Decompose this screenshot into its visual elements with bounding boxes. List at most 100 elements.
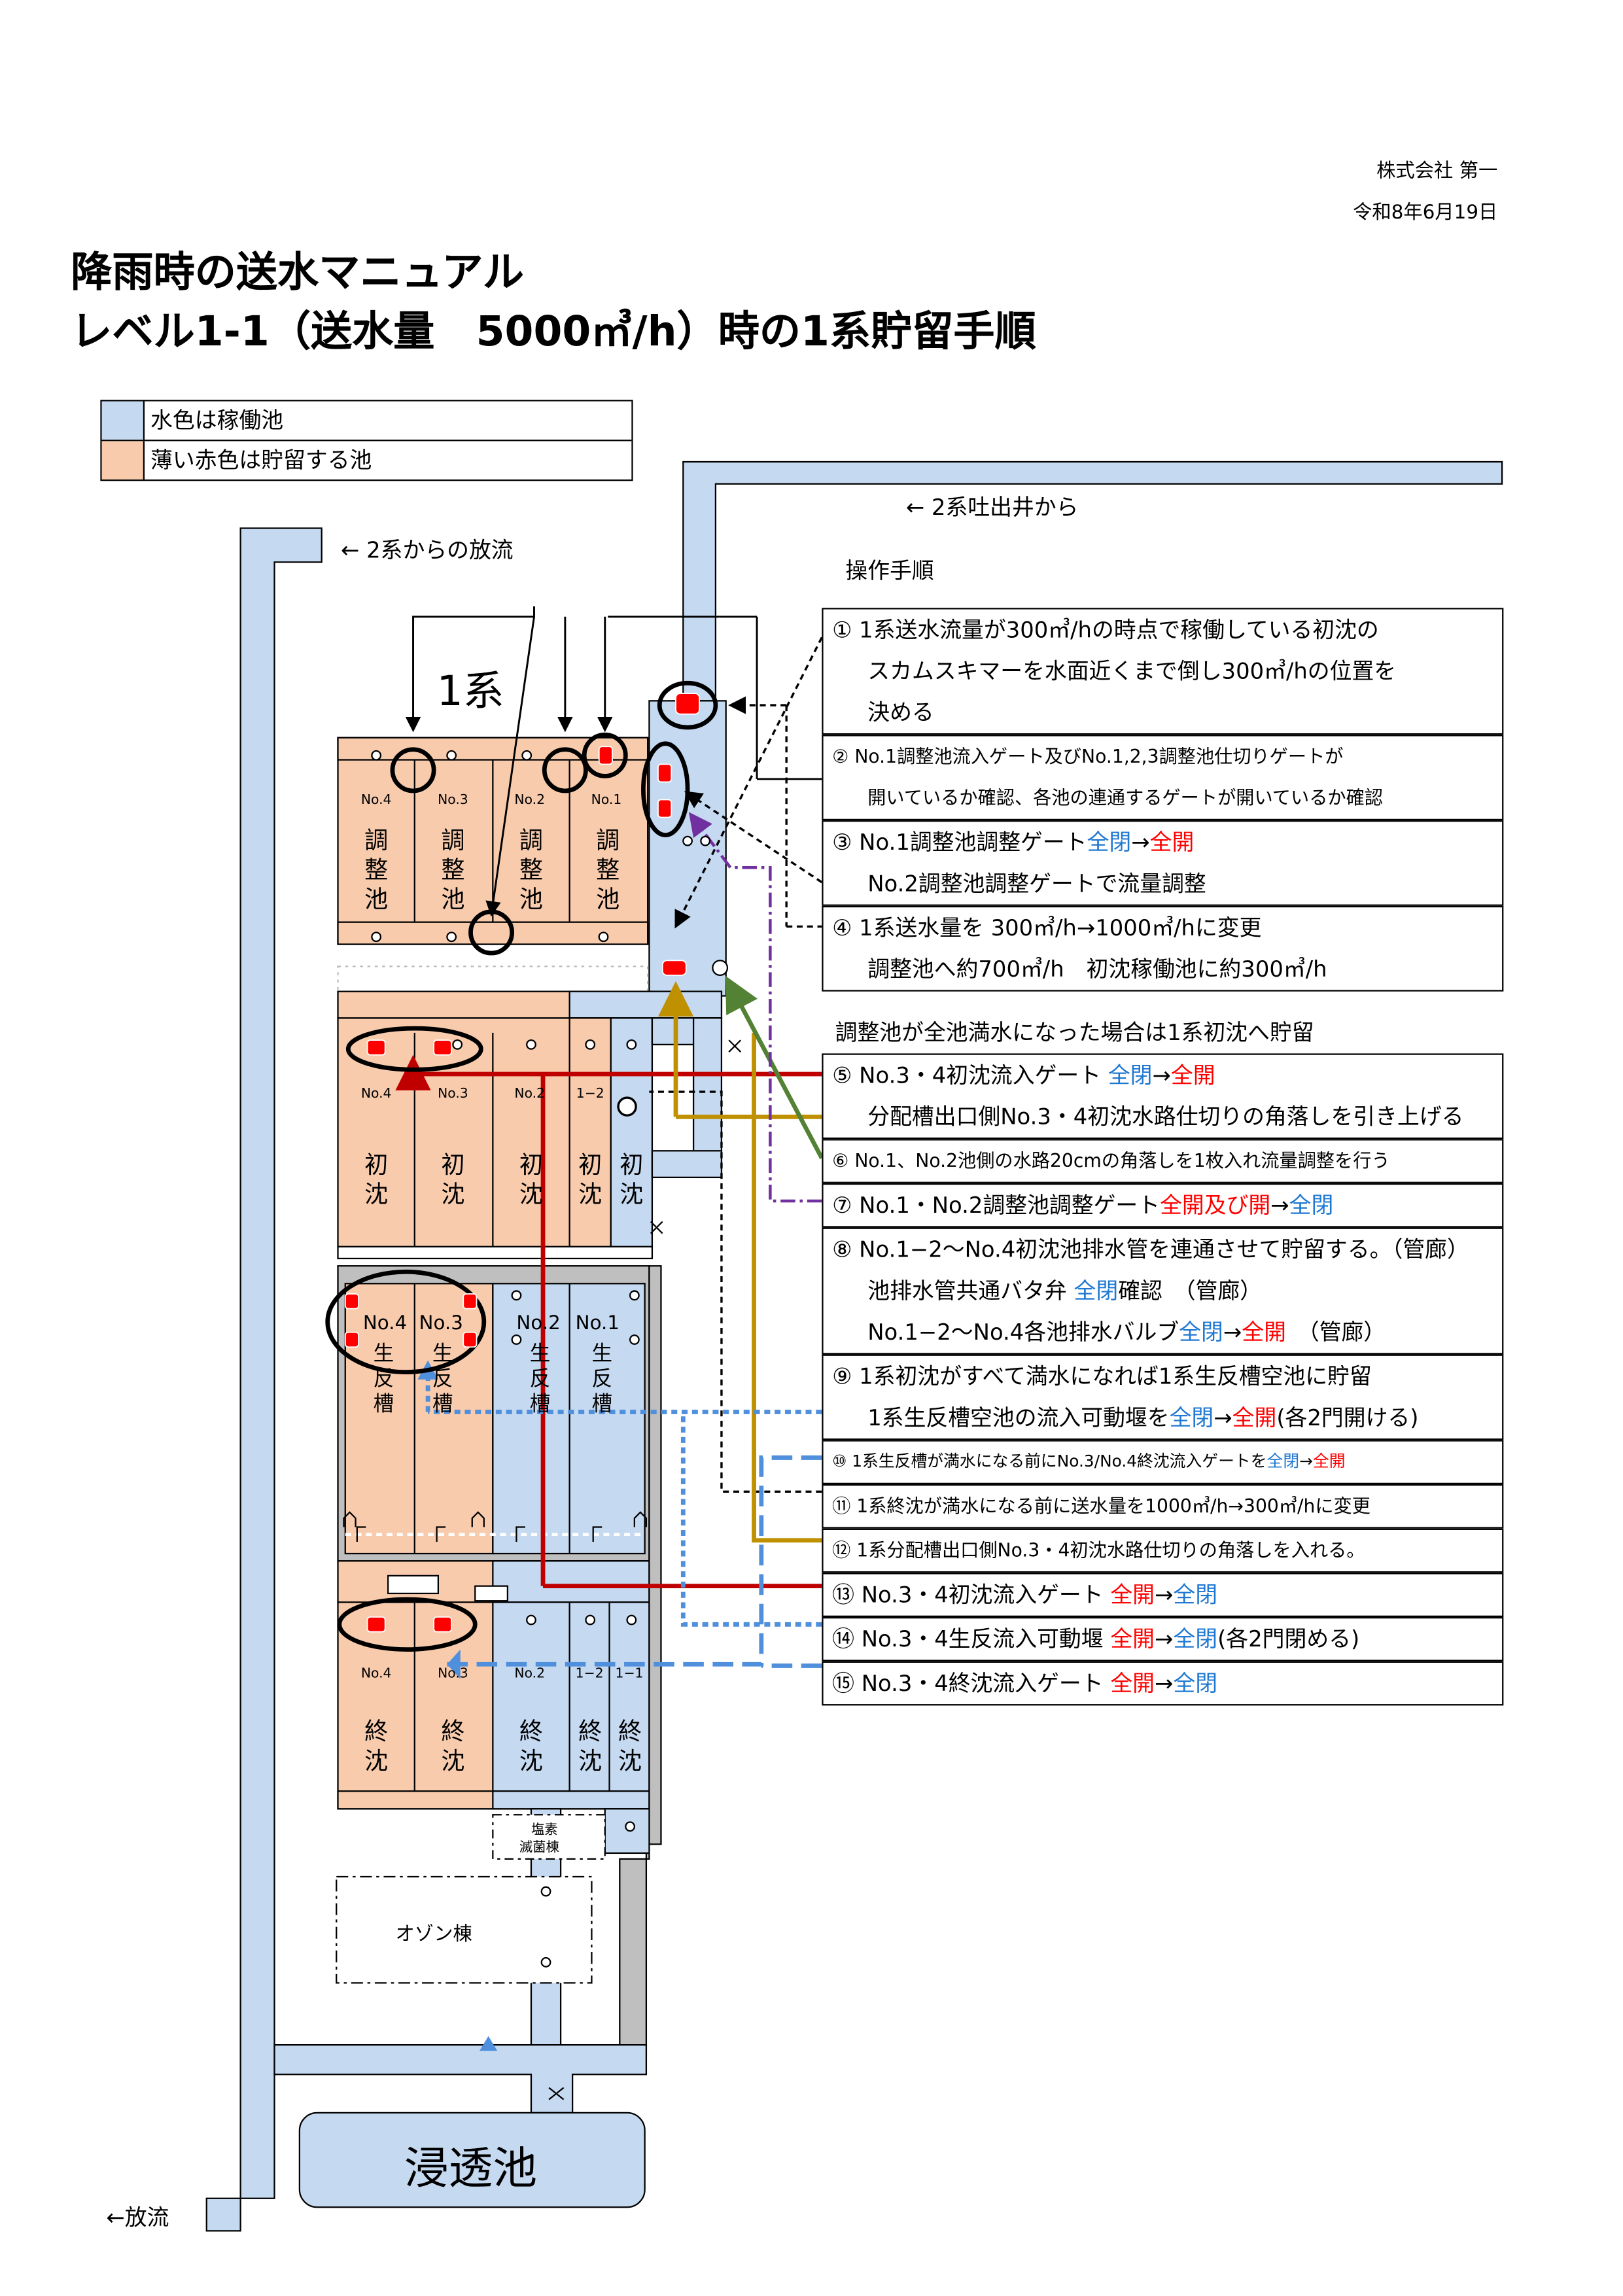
step-text: 全閉: [1073, 1278, 1119, 1304]
step-text: 全閉: [1087, 829, 1132, 856]
final-pond-num: No.3: [438, 1667, 468, 1682]
step-line: 1系生反槽空池の流入可動堰を全閉→全開(各2門開ける): [824, 1397, 1503, 1438]
primary-pond-num: No.2: [514, 1087, 546, 1102]
primary-drain-valve: [617, 1096, 637, 1117]
primary-pond-num: No.4: [360, 1087, 392, 1102]
final-pond-num: No.4: [360, 1667, 392, 1682]
label-procedure: 操作手順: [845, 557, 934, 585]
bio-pond-num: No.4: [362, 1313, 408, 1336]
step-text: 全閉: [1179, 1319, 1223, 1346]
step-8: ⑧ No.1−2〜No.4初沈池排水管を連通させて貯留する。（管廊） 池排水管共通…: [822, 1227, 1504, 1355]
step-line: ② No.1調整池流入ゲート及びNo.1,2,3調整池仕切りゲートが: [824, 736, 1503, 777]
legend-row-operating: 水色は稼働池: [101, 401, 632, 442]
step-line: ⑤ No.3・4初沈流入ゲート 全閉→全開: [824, 1055, 1503, 1096]
step-line: 調整池へ約700㎥/h 初沈稼働池に約300㎥/h: [824, 948, 1503, 990]
step-text: 全開及び開: [1160, 1192, 1271, 1219]
x-valves: [548, 1039, 742, 2100]
step-text: ① 1系送水流量が300㎥/hの時点で稼働している初沈の: [832, 616, 1379, 644]
step-line: 池排水管共通バタ弁 全閉確認 （管廊）: [824, 1270, 1503, 1312]
adjust-pond-label: 調整池: [441, 826, 465, 914]
blue-arrowhead-final: [447, 1649, 461, 1679]
walkway: [337, 965, 649, 994]
final-pond-label: 終沈: [578, 1717, 602, 1775]
sys2-discharge-channel: [205, 527, 323, 2232]
adjust-pond-num: No.4: [360, 793, 392, 809]
step-line: ⑭ No.3・4生反流入可動堰 全開→全閉(各2門閉める): [824, 1618, 1503, 1660]
blue-arrowhead-outlet: [480, 2036, 498, 2051]
mid-note: 調整池が全池満水になった場合は1系初沈へ貯留: [835, 1019, 1314, 1047]
leader-lines: [649, 636, 823, 1493]
step-line: 分配槽出口側No.3・4初沈水路仕切りの角落しを引き上げる: [824, 1096, 1503, 1138]
step-1: ① 1系送水流量が300㎥/hの時点で稼働している初沈のスカムスキマーを水面近く…: [822, 608, 1504, 735]
bio-pond-num: No.1: [575, 1313, 620, 1336]
gate-highlights: [325, 680, 718, 1652]
adjust-pond-num: No.1: [591, 793, 622, 809]
label-discharge: ←放流: [106, 2204, 169, 2231]
primary-pond-label: 初沈: [441, 1151, 465, 1209]
final-pond-num: 1−2: [575, 1667, 604, 1682]
step-text: 全閉: [1173, 1670, 1218, 1697]
primary-pond-label: 初沈: [364, 1151, 389, 1209]
adjust-pond-num: No.3: [438, 793, 468, 809]
step-text: スカムスキマーを水面近くまで倒し300㎥/hの位置を: [867, 657, 1397, 685]
primary-pond-label: 初沈: [578, 1151, 602, 1209]
step-text: ⑤ No.3・4初沈流入ゲート: [832, 1062, 1108, 1089]
step-text: No.2調整池調整ゲートで流量調整: [867, 870, 1206, 897]
step-text: 全開: [1312, 1452, 1346, 1471]
step-text: 開いているか確認、各池の連通するゲートが開いているか確認: [867, 786, 1384, 809]
step-text: No.1−2〜No.4各池排水バルブ: [867, 1319, 1179, 1346]
step-11: ⑪ 1系終沈が満水になる前に送水量を1000㎥/h→300㎥/hに変更: [822, 1484, 1504, 1529]
final-pond-label: 終沈: [364, 1717, 389, 1775]
step-text: 全閉: [1173, 1626, 1218, 1653]
step-text: 分配槽出口側No.3・4初沈水路仕切りの角落しを引き上げる: [867, 1104, 1464, 1130]
valves: [371, 750, 729, 1968]
primary-pond-num: 1−2: [576, 1087, 604, 1102]
document-date: 令和8年6月19日: [1353, 202, 1498, 224]
adjust-pond-label: 調整池: [519, 826, 544, 914]
label-sys2-discharge: ← 2系からの放流: [341, 537, 514, 564]
bioreactor-ponds: [337, 1265, 650, 1562]
step-text: ⑦ No.1・No.2調整池調整ゲート: [832, 1192, 1161, 1219]
step-text: 全開: [1149, 829, 1195, 856]
step-line: ① 1系送水流量が300㎥/hの時点で稼働している初沈の: [824, 610, 1503, 651]
step-5: ⑤ No.3・4初沈流入ゲート 全閉→全開分配槽出口側No.3・4初沈水路仕切り…: [822, 1053, 1504, 1139]
step-text: ⑧ No.1−2〜No.4初沈池排水管を連通させて貯留する。（管廊）: [832, 1236, 1469, 1263]
final-pond-num: 1−1: [615, 1667, 644, 1682]
step-15: ⑮ No.3・4終沈流入ゲート 全開→全閉: [822, 1661, 1504, 1706]
step-line: 開いているか確認、各池の連通するゲートが開いているか確認: [824, 778, 1503, 819]
step-text: 全開: [1110, 1581, 1155, 1609]
step-text: 池排水管共通バタ弁: [867, 1278, 1074, 1304]
step-14: ⑭ No.3・4生反流入可動堰 全開→全閉(各2門閉める): [822, 1617, 1504, 1661]
company-name: 株式会社 第一: [1376, 160, 1498, 183]
bio-outlet-markers: [343, 1511, 648, 1542]
step-text: →: [1299, 1452, 1313, 1471]
adjust-pond-label: 調整池: [596, 826, 620, 914]
step-text: 全開: [1242, 1319, 1286, 1346]
step-text: ⑮ No.3・4終沈流入ゲート: [832, 1670, 1111, 1697]
final-pond-label: 終沈: [618, 1717, 642, 1775]
adjust-pond-label: 調整池: [364, 826, 389, 914]
bio-pond-label: 生反槽: [591, 1342, 613, 1417]
step-text: 全開: [1110, 1626, 1155, 1653]
step-text: ③ No.1調整池調整ゲート: [832, 829, 1087, 856]
step-text: →: [1270, 1192, 1289, 1219]
step-text: →: [1155, 1581, 1174, 1609]
label-chlorine-1: 塩素: [531, 1823, 558, 1839]
step-text: ⑪ 1系終沈が満水になる前に送水量を1000㎥/h→300㎥/hに変更: [832, 1494, 1371, 1517]
step-line: No.2調整池調整ゲートで流量調整: [824, 863, 1503, 904]
primary-pond-num: No.3: [438, 1087, 468, 1102]
step-text: →: [1155, 1670, 1174, 1697]
label-system1: 1系: [436, 667, 504, 716]
primary-pond-label: 初沈: [620, 1151, 644, 1209]
final-pond-label: 終沈: [519, 1717, 544, 1775]
bio-pond-label: 生反槽: [432, 1342, 453, 1417]
step-2: ② No.1調整池流入ゲート及びNo.1,2,3調整池仕切りゲートが開いているか…: [822, 735, 1504, 821]
chlorine-building: [492, 1814, 606, 1860]
step-text: 全閉: [1173, 1581, 1218, 1609]
legend-swatch-storage: [101, 441, 145, 480]
legend-swatch-operating: [101, 401, 145, 440]
purple-flow: [688, 812, 822, 1203]
step-line: 決める: [824, 692, 1503, 733]
step-line: ⑩ 1系生反槽が満水になる前にNo.3/No.4終沈流入ゲートを全閉→全開: [824, 1442, 1503, 1483]
